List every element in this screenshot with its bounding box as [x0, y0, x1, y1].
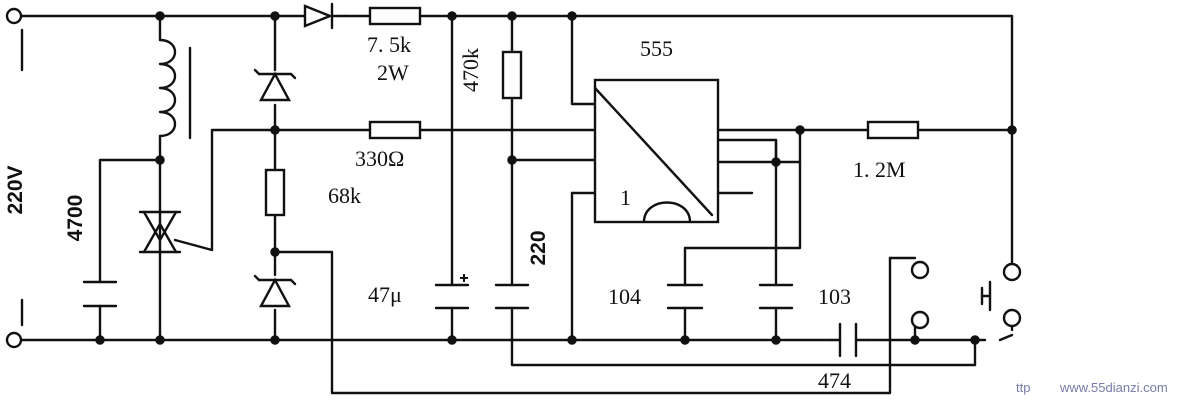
- diode-series: [303, 2, 347, 30]
- zener-upper: [253, 68, 297, 102]
- mains-terminals: [5, 7, 23, 349]
- label-cap-filter: 47μ: [368, 282, 402, 307]
- watermark-text: www.55dianzi.com: [1059, 380, 1168, 395]
- label-r-zener: 68k: [328, 183, 361, 208]
- wires: [20, 14, 1014, 395]
- labels: 220V 4700 7. 5k 2W 470k 330Ω 68k 47μ 220…: [4, 32, 906, 393]
- resistor-330: [368, 120, 422, 140]
- resistor-68k: [264, 168, 286, 217]
- label-r-gate: 330Ω: [355, 146, 404, 171]
- zener-lower: [253, 274, 297, 308]
- resistor-1-2m: [866, 120, 920, 140]
- capacitor-104: [666, 283, 704, 310]
- capacitor-103: [758, 283, 794, 310]
- label-cap-474: 474: [818, 368, 851, 393]
- capacitor-220: [494, 283, 530, 310]
- switch-contacts: [910, 260, 930, 330]
- resistor-470k: [501, 50, 523, 100]
- label-r-feedback: 1. 2M: [853, 157, 906, 182]
- label-cap-104: 104: [608, 284, 641, 309]
- inductor-coil: [158, 38, 192, 140]
- label-r-series: 7. 5k: [367, 32, 411, 57]
- triac: [138, 210, 182, 254]
- label-chip: 555: [640, 36, 673, 61]
- watermark: ttp www.55dianzi.com: [1016, 380, 1168, 395]
- label-r-series-power: 2W: [377, 60, 409, 85]
- resistor-7-5k: [368, 6, 422, 26]
- capacitor-474: [828, 322, 870, 358]
- label-cap-4700: 4700: [64, 195, 87, 242]
- ic-555: [593, 78, 720, 224]
- label-mains: 220V: [4, 165, 27, 214]
- label-r-top: 470k: [458, 48, 483, 92]
- capacitor-4700: [82, 280, 118, 308]
- watermark-prefix: ttp: [1016, 380, 1030, 395]
- label-cap-103: 103: [818, 284, 851, 309]
- capacitor-47u: [434, 274, 470, 310]
- junction-dots: [95, 11, 1017, 345]
- push-button: [980, 262, 1022, 328]
- label-cap-timing: 220: [527, 230, 550, 265]
- label-pin1: 1: [620, 185, 631, 210]
